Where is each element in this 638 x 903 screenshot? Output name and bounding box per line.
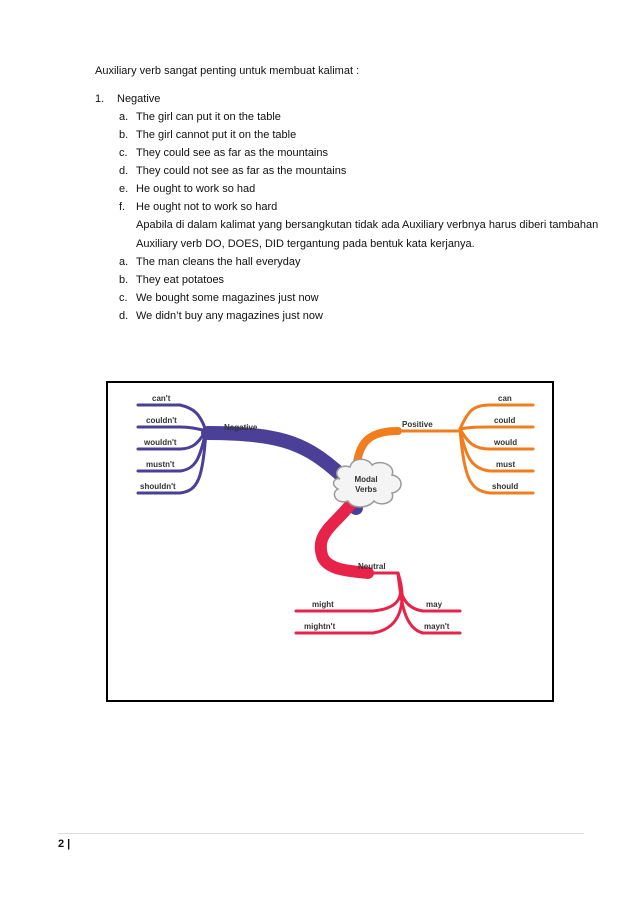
explanation-paragraph: Apabila di dalam kalimat yang bersangkut… (136, 219, 599, 250)
list-item: b.They eat potatoes (119, 274, 225, 286)
neutral-item: might (312, 600, 334, 609)
negative-item: mustn't (146, 460, 175, 469)
neutral-item: may (426, 600, 443, 609)
neutral-branch (294, 495, 462, 635)
negative-item: shouldn't (140, 482, 176, 491)
positive-item: would (493, 438, 517, 447)
list-item: e.He ought to work so had (119, 183, 256, 195)
list-item: d.We didn’t buy any magazines just now (119, 310, 323, 322)
center-cloud: Modal Verbs (332, 458, 402, 508)
neutral-item: mayn't (424, 622, 450, 631)
center-label-line2: Verbs (355, 485, 377, 494)
list-item: d.They could not see as far as the mount… (119, 165, 347, 177)
negative-item: couldn't (146, 416, 177, 425)
positive-branch (352, 403, 535, 495)
list-item: c.They could see as far as the mountains (119, 147, 328, 159)
section-number: 1. (95, 93, 105, 105)
page-number: 2 | (58, 838, 71, 850)
negative-label: Negative (224, 423, 258, 432)
neutral-label: Neutral (358, 562, 386, 571)
positive-label: Positive (402, 420, 433, 429)
center-label-line1: Modal (354, 475, 377, 484)
positive-item: must (496, 460, 515, 469)
modal-verbs-mindmap: Modal Verbs Negative can't couldn't woul… (106, 381, 554, 702)
list-item: a.The girl can put it on the table (119, 111, 281, 123)
intro-text: Auxiliary verb sangat penting untuk memb… (95, 65, 360, 77)
mindmap-svg: Modal Verbs Negative can't couldn't woul… (136, 394, 535, 635)
section-heading: 1. Negative (95, 90, 638, 108)
section-title: Negative (117, 93, 161, 105)
list-item: a.The man cleans the hall everyday (119, 256, 301, 268)
positive-item: can (498, 394, 512, 403)
list-item: c.We bought some magazines just now (119, 292, 319, 304)
list-item: b.The girl cannot put it on the table (119, 129, 297, 141)
negative-trunk (201, 426, 363, 515)
negative-item: can't (152, 394, 171, 403)
list-item: f.He ought not to work so hard (119, 201, 278, 213)
positive-item: should (492, 482, 518, 491)
neutral-item: mightn't (304, 622, 336, 631)
positive-item: could (494, 416, 515, 425)
negative-item: wouldn't (143, 438, 177, 447)
footer-divider (58, 833, 584, 834)
content-list: 1. Negative a.The girl can put it on the… (95, 90, 638, 325)
